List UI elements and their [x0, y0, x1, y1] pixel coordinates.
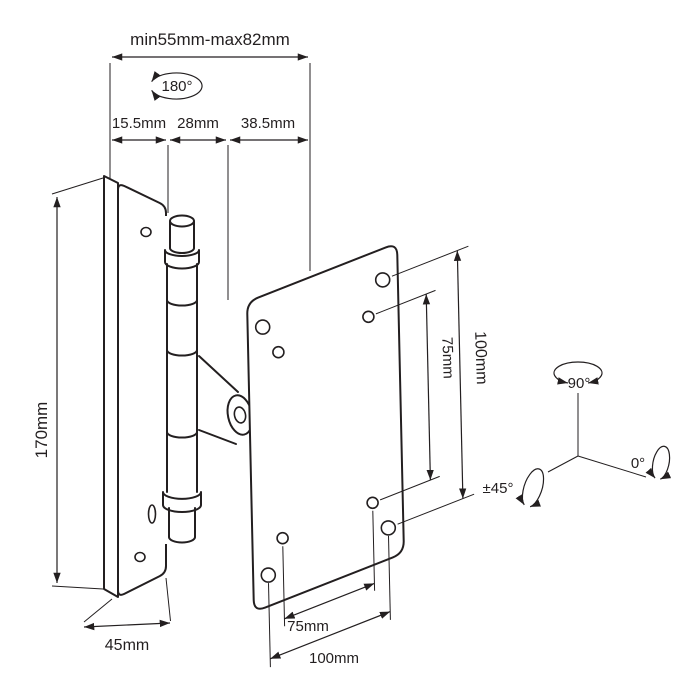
wall-plate-hole-top: [140, 226, 152, 238]
vesa-75-holes: [272, 310, 379, 545]
hinge-top-flange: [164, 249, 200, 270]
pivot-knob-center: [233, 406, 247, 424]
label-wall-plate-width: 45mm: [105, 637, 149, 654]
label-plate-height: 170mm: [32, 402, 51, 459]
label-vesa-vertical-100: 100mm: [471, 331, 490, 385]
label-vesa-vertical-75: 75mm: [438, 337, 456, 379]
wall-plate: [103, 175, 167, 598]
hinge-bottom-knob-base: [168, 536, 196, 544]
rotation-arc-180: [151, 71, 203, 101]
wall-plate-slot: [147, 504, 157, 524]
ext-line-45-right: [165, 577, 171, 622]
hinge-top-knob-cap: [169, 214, 195, 228]
vesa-hole-100-bottom-right: [380, 520, 397, 536]
label-neutral-angle: 0°: [631, 455, 645, 472]
label-tilt-range: ±45°: [483, 480, 514, 497]
dim-line-vesa-100-vertical: [453, 250, 467, 499]
rotation-arc-90: [553, 361, 603, 385]
dim-line-vesa-100-horizontal: [269, 611, 391, 660]
hinge-top-knob-sides: [169, 220, 195, 249]
vesa-plate-face: [246, 245, 405, 610]
ext-line-100h-left: [268, 583, 271, 668]
ext-line-height-bottom: [51, 585, 104, 590]
hinge-bottom-flange: [162, 491, 202, 513]
vesa-100-holes: [254, 272, 397, 583]
ext-line-100h-right: [388, 535, 391, 620]
label-segment-wall: 15.5mm: [112, 115, 166, 132]
ext-line-75v-bottom: [379, 475, 440, 501]
axis-branch-tilt: [547, 455, 579, 473]
dimension-plate-height: [51, 177, 104, 590]
vesa-hole-75-top-left: [272, 345, 285, 359]
ext-line-75h-right: [372, 510, 376, 591]
dim-line-vesa-75-vertical: [422, 294, 434, 481]
dimension-vesa-horizontal: [268, 510, 391, 668]
label-swivel-range: 180°: [161, 78, 192, 95]
wall-plate-side-face: [103, 175, 119, 598]
ext-line-height-top: [51, 177, 104, 195]
rotation-arc-45: [515, 468, 545, 508]
vesa-hole-100-top-right: [374, 272, 391, 288]
wall-plate-hole-bottom: [134, 551, 146, 563]
rotation-indicator-0: [645, 445, 672, 480]
label-vesa-horizontal-75: 75mm: [287, 618, 329, 635]
ext-line-45-left: [83, 598, 113, 623]
dimension-vesa-vertical: [375, 245, 475, 525]
rotation-indicator-180: [151, 71, 203, 101]
axis-branch-neutral: [577, 455, 647, 478]
dim-line-wall-plate-width: [83, 619, 171, 631]
vesa-hole-100-bottom-left: [260, 567, 277, 583]
arm-lower-edge: [198, 429, 237, 445]
hinge-top-knob-seam: [169, 247, 195, 254]
vesa-hole-75-bottom-right: [366, 496, 379, 510]
label-vesa-horizontal-100: 100mm: [309, 650, 359, 667]
label-segment-hinge: 28mm: [177, 115, 219, 132]
wall-plate-front-face: [117, 184, 167, 596]
rotation-arc-0: [645, 445, 672, 480]
dimension-wall-plate-width: [83, 577, 171, 631]
vesa-plate: [246, 245, 405, 610]
vesa-hole-75-top-right: [362, 310, 375, 324]
rotation-indicator-90: [547, 361, 647, 478]
hinge-column: [162, 214, 203, 544]
label-adjustable-depth: min55mm-max82mm: [130, 30, 290, 49]
ext-line-100v-bottom: [397, 493, 475, 525]
rotation-indicator-tilt-45: [515, 468, 545, 508]
hinge-barrel-seams: [166, 299, 198, 439]
label-segment-plate: 38.5mm: [241, 115, 295, 132]
dimension-labels: min55mm-max82mm 180° 15.5mm 28mm 38.5mm …: [32, 30, 645, 667]
arm-upper-edge: [198, 355, 239, 393]
dimension-offset-chain: [112, 136, 308, 300]
hinge-bottom-knob-sides: [168, 507, 196, 538]
vesa-hole-100-top-left: [254, 319, 271, 335]
vesa-hole-75-bottom-left: [276, 531, 289, 545]
dimension-adjustable-depth: [109, 53, 311, 271]
label-rotation-range: 90°: [568, 375, 591, 392]
swivel-arm: [198, 355, 254, 445]
